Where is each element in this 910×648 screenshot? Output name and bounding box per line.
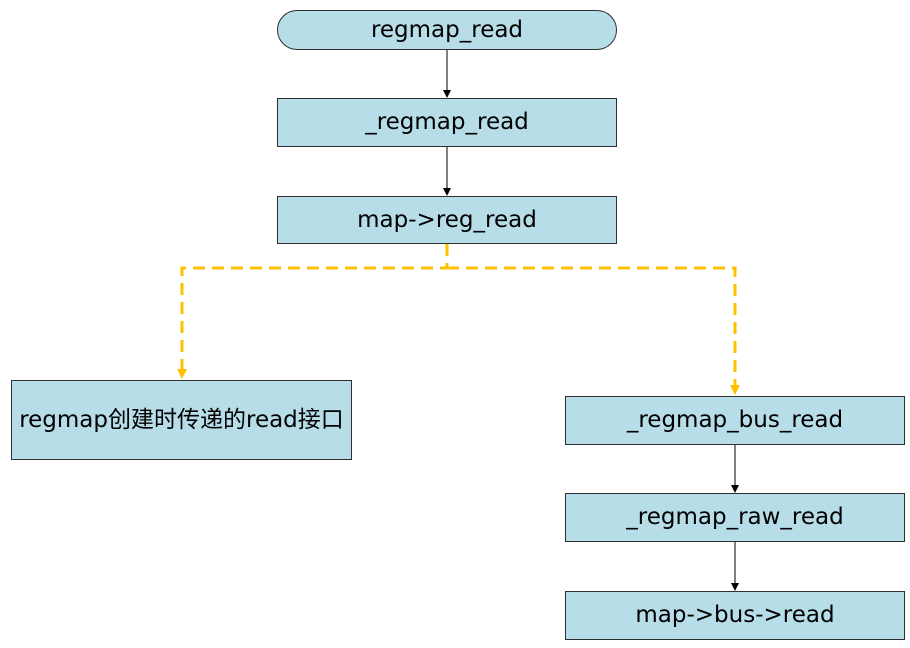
node-regmap-read-label: regmap_read (370, 16, 524, 43)
node-map-reg-read-label: map->reg_read (357, 206, 537, 233)
dashed-edge-to-left-node (177, 244, 449, 379)
node-map-bus-read-label: map->bus->read (635, 602, 835, 629)
node-regmap-read: regmap_read (277, 10, 617, 50)
node-underscore-regmap-read: _regmap_read (277, 98, 617, 147)
node-underscore-regmap-read-label: _regmap_read (365, 109, 529, 136)
dashed-edge-to-bus-read (447, 266, 740, 395)
node-map-reg-read: map->reg_read (277, 196, 617, 244)
node-regmap-bus-read: _regmap_bus_read (565, 396, 905, 445)
node-read-interface: regmap创建时传递的read接口 (11, 380, 352, 460)
node-map-bus-read: map->bus->read (565, 591, 905, 640)
node-read-interface-label: regmap创建时传递的read接口 (19, 406, 344, 433)
node-regmap-bus-read-label: _regmap_bus_read (626, 407, 844, 434)
node-regmap-raw-read: _regmap_raw_read (565, 493, 905, 542)
node-regmap-raw-read-label: _regmap_raw_read (626, 504, 844, 531)
